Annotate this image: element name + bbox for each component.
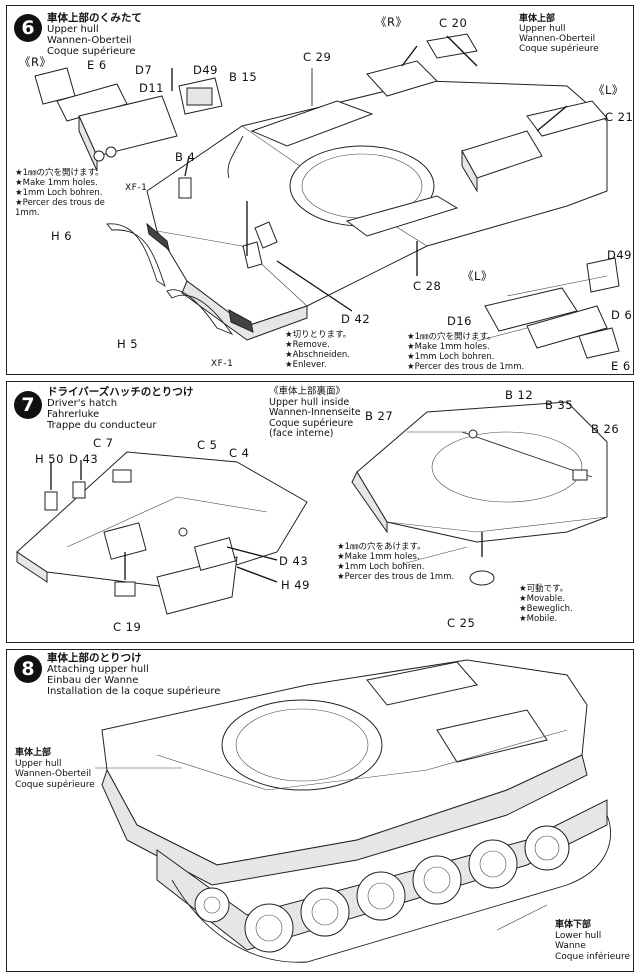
- part-label-d11: D11: [139, 81, 164, 95]
- upper-hull-caption: 車体上部 Upper hull Wannen-Oberteil Coque su…: [15, 748, 95, 790]
- part-label-c4: C 4: [229, 446, 250, 460]
- upper-hull-inside-caption: 《車体上部裏面》 Upper hull inside Wannen-Innens…: [269, 386, 361, 440]
- caption-de: Wanne: [555, 941, 586, 951]
- part-label-h5: H 5: [117, 337, 139, 351]
- part-label-d16: D16: [447, 314, 472, 328]
- caption-en: Lower hull: [555, 930, 602, 941]
- caption-de: Wannen-Oberteil: [15, 769, 92, 779]
- caption-en: Upper hull: [519, 24, 566, 34]
- part-label-d43: D 43: [69, 452, 99, 466]
- title-fr: Trappe du conducteur: [47, 420, 157, 431]
- drivers-hatch-drawing: [16, 401, 608, 615]
- part-label-e6: E 6: [87, 58, 107, 72]
- caption-fr: Coque supérieure: [15, 779, 95, 790]
- caption-fr: Coque supérieure: [519, 44, 599, 54]
- attaching-upper-hull-drawing: [95, 659, 611, 963]
- part-label-xf1-bottom: XF-1: [211, 359, 234, 369]
- caption-jp: 《車体上部裏面》: [269, 386, 346, 397]
- title-fr: Installation de la coque supérieure: [47, 686, 221, 697]
- part-label-b15: B 15: [229, 70, 258, 84]
- upper-hull-assembly-drawing: [34, 33, 620, 359]
- step-title: 車体上部のとりつけ Attaching upper hull Einbau de…: [47, 652, 221, 698]
- note-movable: ★可動です。 ★Movable. ★Beweglich. ★Mobile.: [519, 584, 573, 624]
- caption-de: Wannen-Oberteil: [519, 34, 596, 44]
- part-label-b12: B 12: [505, 388, 534, 402]
- step-7-panel: 7 ドライバーズハッチのとりつけ Driver's hatch Fahrerlu…: [6, 381, 634, 643]
- part-label-d7: D7: [135, 63, 153, 77]
- part-label-xf1-top: XF-1: [125, 183, 148, 193]
- part-label-c19: C 19: [113, 620, 142, 634]
- part-label-e6-right: E 6: [611, 359, 631, 373]
- caption-en: Upper hull inside: [269, 396, 350, 408]
- step-title: ドライバーズハッチのとりつけ Driver's hatch Fahrerluke…: [47, 386, 194, 432]
- title-de: Fahrerluke: [47, 409, 100, 420]
- title-de: Wannen-Oberteil: [47, 35, 132, 46]
- step-number-badge: 7: [14, 391, 42, 419]
- part-label-h49: H 49: [281, 578, 310, 592]
- part-label-h6: H 6: [51, 229, 73, 243]
- title-en: Upper hull: [47, 24, 99, 35]
- part-label-c29: C 29: [303, 50, 332, 64]
- caption-jp: 車体下部: [555, 920, 592, 930]
- part-label-d43-right: D 43: [279, 554, 309, 568]
- part-label-b4: B 4: [175, 150, 196, 164]
- part-label-h50: H 50: [35, 452, 64, 466]
- caption-fr-2: (face interne): [269, 428, 334, 439]
- step-8-panel: 8 車体上部のとりつけ Attaching upper hull Einbau …: [6, 649, 634, 972]
- note-make-holes: ★1㎜の穴をあけます。 ★Make 1mm holes. ★1mm Loch b…: [337, 542, 455, 582]
- caption-fr: Coque supérieure: [269, 417, 354, 429]
- title-jp: 車体上部のくみたて: [47, 12, 142, 24]
- caption-fr: Coque inférieure: [555, 951, 630, 962]
- step-number-badge: 6: [14, 14, 42, 42]
- side-label-l-bottom: 《L》: [462, 269, 493, 283]
- title-fr: Coque supérieure: [47, 46, 136, 57]
- step-title: 車体上部のくみたて Upper hull Wannen-Oberteil Coq…: [47, 12, 142, 58]
- part-label-b35: B 35: [545, 398, 574, 412]
- part-label-d49: D49: [193, 63, 218, 77]
- title-jp: ドライバーズハッチのとりつけ: [47, 386, 194, 398]
- part-label-c21: C 21: [605, 110, 634, 124]
- side-label-l: 《L》: [593, 83, 624, 97]
- title-de: Einbau der Wanne: [47, 675, 139, 686]
- side-label-r-top: 《R》: [375, 15, 408, 29]
- caption-en: Upper hull: [15, 758, 62, 769]
- part-label-d6: D 6: [611, 308, 633, 322]
- note-remove: ★切りとります。 ★Remove. ★Abschneiden. ★Enlever…: [285, 330, 352, 370]
- part-label-c5: C 5: [197, 438, 218, 452]
- part-label-c7: C 7: [93, 436, 114, 450]
- title-jp: 車体上部のとりつけ: [47, 652, 142, 664]
- part-label-d42: D 42: [341, 312, 371, 326]
- part-label-c20: C 20: [439, 16, 468, 30]
- part-label-c25: C 25: [447, 616, 476, 630]
- title-en: Attaching upper hull: [47, 664, 149, 675]
- part-label-b27: B 27: [365, 409, 394, 423]
- note-make-holes-right: ★1㎜の穴を開けます。 ★Make 1mm holes. ★1mm Loch b…: [407, 332, 525, 372]
- caption-jp: 車体上部: [519, 14, 556, 24]
- upper-hull-caption: 車体上部 Upper hull Wannen-Oberteil Coque su…: [519, 14, 599, 54]
- part-label-c28: C 28: [413, 279, 442, 293]
- part-label-b26: B 26: [591, 422, 620, 436]
- lower-hull-caption: 車体下部 Lower hull Wanne Coque inférieure: [555, 920, 630, 962]
- caption-de: Wannen-Innenseite: [269, 407, 361, 418]
- part-label-d49-right: D49: [607, 248, 632, 262]
- step-6-panel: 6 車体上部のくみたて Upper hull Wannen-Oberteil C…: [6, 5, 634, 375]
- side-label-r: 《R》: [19, 55, 52, 69]
- title-en: Driver's hatch: [47, 398, 118, 409]
- note-make-holes-left: ★1㎜の穴を開けます。 ★Make 1mm holes. ★1mm Loch b…: [15, 168, 105, 218]
- road-wheels: [194, 825, 570, 953]
- step-number-badge: 8: [14, 655, 42, 683]
- caption-jp: 車体上部: [15, 748, 52, 758]
